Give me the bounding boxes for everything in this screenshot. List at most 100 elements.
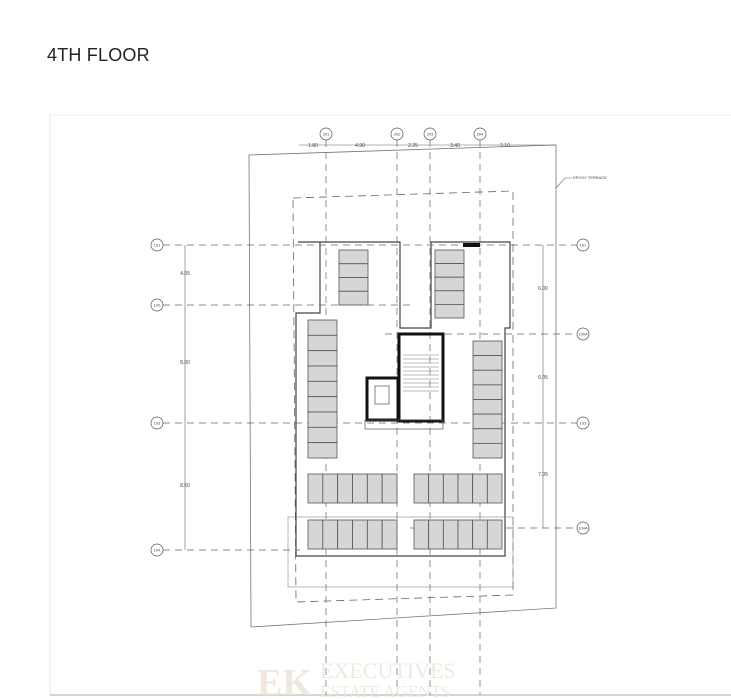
solar-panel (307, 519, 324, 550)
grid-row-label: 100A (578, 332, 588, 337)
solar-panel (381, 473, 398, 504)
grid-row-marker (576, 327, 590, 341)
grid-column-marker (390, 127, 404, 141)
column-dimension: 4.90 (355, 143, 365, 149)
solar-panel (442, 473, 459, 504)
solar-panel (434, 303, 465, 319)
solar-panel (428, 519, 444, 550)
grid-row-label: 101 (154, 243, 161, 248)
solar-panel (428, 473, 444, 504)
solar-panel (307, 442, 338, 459)
solar-panel (472, 442, 503, 459)
solar-panel (472, 473, 488, 504)
solar-panel (307, 396, 338, 413)
solar-panel (472, 369, 503, 386)
svg-text:ESTATE AGENTS: ESTATE AGENTS (320, 682, 450, 699)
solar-panel (486, 473, 503, 504)
solar-panel (307, 334, 338, 352)
grid-row-label: 104 (154, 548, 161, 553)
solar-panel (457, 473, 474, 504)
grid-row-label: 102 (154, 303, 161, 308)
right-dimension: 7.05 (538, 472, 548, 478)
solar-panel (322, 473, 339, 504)
stair-core (397, 332, 445, 423)
setback-line (292, 190, 514, 603)
solar-panel (366, 519, 383, 550)
solar-panel (472, 340, 503, 357)
grid-row-marker (150, 416, 164, 430)
solar-panel (472, 413, 503, 430)
lobby (364, 419, 444, 430)
solar-panel (307, 411, 338, 428)
solar-panel (307, 319, 338, 336)
solar-panel (434, 263, 465, 278)
grid-column-label: 201 (323, 132, 330, 137)
solar-panel (366, 473, 383, 504)
solar-panel (413, 473, 430, 504)
solar-panel (322, 519, 339, 550)
svg-text:EXECUTIVES: EXECUTIVES (320, 658, 456, 683)
solar-panel (472, 399, 503, 415)
grid-row-label: 103 (154, 421, 161, 426)
solar-panel (472, 519, 488, 550)
watermark-logo: EK EXECUTIVES ESTATE AGENTS (257, 658, 456, 699)
lift-car (374, 385, 390, 405)
solar-panel (338, 290, 369, 306)
solar-panel (307, 365, 338, 382)
grid-row-label: 104A (578, 526, 588, 531)
grid-row-label: 101 (580, 243, 587, 248)
column-dimension: 3.40 (450, 143, 460, 149)
solar-panel (472, 355, 503, 371)
solar-panel (434, 276, 465, 292)
solar-panel (307, 350, 338, 367)
solar-panel (486, 519, 503, 550)
grid-column-marker (423, 127, 437, 141)
parapet-mark (463, 243, 480, 247)
column-dimension: 2.10 (500, 143, 510, 149)
svg-text:EK: EK (257, 662, 312, 699)
terrace-leader-icon (555, 177, 572, 189)
solar-panel (472, 428, 503, 444)
outer-slab (287, 516, 514, 588)
grid-row-label: 103 (580, 421, 587, 426)
plot-boundary (248, 144, 557, 628)
page-title: 4TH FLOOR (47, 45, 150, 65)
grid-row-marker (576, 521, 590, 535)
grid-column-label: 203 (427, 132, 434, 137)
solar-panel (381, 519, 398, 550)
grid-column-label: 202 (394, 132, 401, 137)
right-dimension: 6.05 (538, 375, 548, 381)
solar-panel (307, 380, 338, 398)
right-dimension: 6.00 (538, 286, 548, 292)
building-outline (295, 241, 511, 557)
solar-panel (338, 249, 369, 265)
solar-panel (337, 473, 353, 504)
solar-panel (457, 519, 474, 550)
grid-row-marker (150, 238, 164, 252)
solar-panel (307, 473, 324, 504)
grid-row-marker (150, 298, 164, 312)
solar-panel (352, 519, 368, 550)
solar-panel (434, 249, 465, 265)
lift-core (365, 376, 400, 422)
solar-panel (307, 426, 338, 444)
solar-panel (434, 290, 465, 305)
left-dimension: 4.05 (180, 271, 190, 277)
terrace-label: EPOXY TERRACE (573, 175, 607, 180)
solar-panel (472, 384, 503, 400)
column-dimension: 2.25 (408, 143, 418, 149)
solar-panel (338, 263, 369, 278)
solar-panel (413, 519, 430, 550)
grid-row-marker (576, 416, 590, 430)
grid-column-label: 204 (477, 132, 484, 137)
solar-panel (442, 519, 459, 550)
left-dimension: 8.00 (180, 360, 190, 366)
left-dimension: 8.60 (180, 483, 190, 489)
stair-treads (403, 354, 439, 392)
grid-row-marker (150, 543, 164, 557)
grid-row-marker (576, 238, 590, 252)
column-dimension: 1.80 (308, 143, 318, 149)
solar-panel (338, 277, 369, 292)
solar-panel (352, 473, 368, 504)
